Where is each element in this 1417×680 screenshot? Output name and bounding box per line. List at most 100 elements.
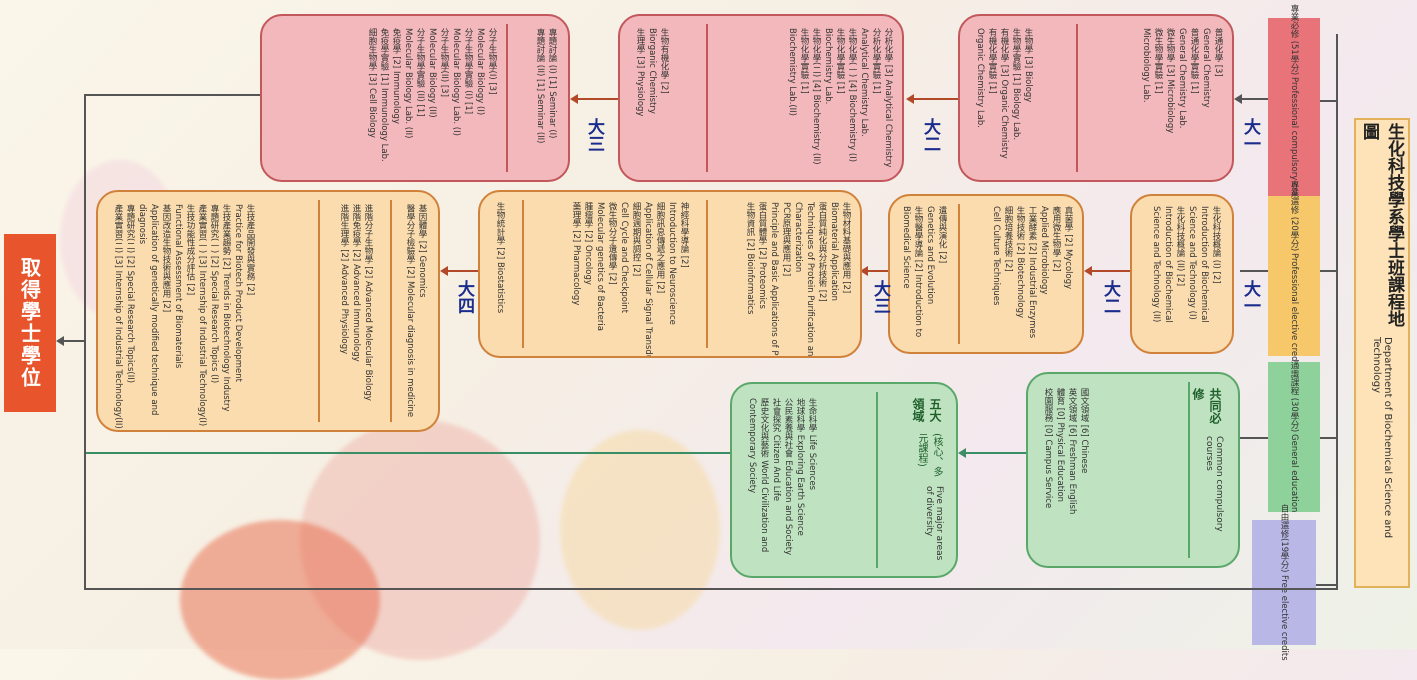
course-item: 專題研究(一) [2] Special Research Topics (I) [209,204,219,384]
flow-arrow-line [1240,437,1268,439]
flow-arrow-line [576,98,618,100]
course-item: 生物化學實驗 [1] [799,28,809,94]
divider [706,200,708,348]
course-item: PCR原理與應用 [2] [781,202,791,277]
course-item: 進階生理學 [2] Advanced Physiology [339,204,349,355]
course-item: Functional Assessment of Biomaterials [173,204,183,369]
course-item: 細胞培養技術 [2] [1003,206,1013,272]
course-item: 細胞週期與調控 [2] [631,202,641,277]
course-item: Molecular Biology Lab. (I) [451,28,461,136]
course-item: 微生物分子遺傳學 [2] [607,202,617,285]
course-item: 普通化學 [3] [1213,28,1223,77]
course-item: 免疫學實驗 [1] Immunology Lab. [379,28,389,162]
course-item: 生物材料基礎與應用 [2] [841,202,851,294]
course-item: 專題研究(二) [2] Special Research Topics(II) [125,204,135,384]
course-item: 生物醫學導論 [2] Introduction to [913,206,923,338]
course-item: 生技產品開發與實務 [2] [245,204,255,296]
flow-arrow-line [912,98,958,100]
course-item: 生化科技概論 (I) [2] [1211,206,1221,284]
divider [522,200,524,348]
connector-line [62,340,86,342]
course-item: General Chemistry [1201,28,1211,108]
year-label: 大三 [870,280,890,314]
divider [1188,382,1190,558]
category-general: 通識課程 (30學分) General education [1268,361,1320,513]
connector-line [1320,437,1336,439]
course-item: 社會探究 Citizen And Life [771,398,781,502]
arrow-icon [440,266,448,276]
course-item: 生理學 [3] Physiology [635,28,645,117]
course-item: 有機化學 [3] Organic Chemistry [999,28,1009,159]
course-item: Science and Technology (II) [1151,206,1161,323]
course-item: Organic Chemistry Lab. [975,28,985,128]
course-item: 醫學分子檢驗學 [2] Molecular diagnosis in medic… [405,204,415,418]
general-common-card: 共同必修 Common compulsory courses 國文領域 [6] … [1026,372,1240,568]
category-free-zh: 自由選修(19學分) [1279,504,1289,573]
year-label: 大四 [454,280,474,314]
course-item: 神經科學導論 [2] [679,202,689,268]
compulsory-year3-col1: 分子生物學(I) [3]Molecular Biology (I)分子生物學實驗… [366,28,498,176]
course-item: Cell Cycle and Checkpoint [619,202,629,314]
course-item: Application of genetically modified tech… [149,204,159,416]
course-item: Practice for Biotech Product Development [233,204,243,382]
course-item: 免疫學 [2] Immunology [391,28,401,124]
flow-arrow-line [1240,270,1268,272]
course-item: 進階免疫學 [2] Advanced Immunology [351,204,361,362]
flow-arrow-line [1090,270,1130,272]
flow-arrow-line [1240,98,1268,100]
degree-label: 取得學士學位 [17,257,42,389]
course-item: 蛋白質純化與分析技術 [2] [817,202,827,302]
course-item: 普通化學實驗 [1] [1189,28,1199,94]
course-item: Applied Microbiology [1039,206,1049,295]
course-item: 分子生物學實驗 (II) [1] [415,28,425,117]
divider [876,392,878,568]
elective-year1-card: 生化科技概論 (I) [2]Introduction of Biochemica… [1130,194,1234,354]
course-item: Techniques of Protein Purification and [805,202,815,358]
category-compulsory-zh: 專業必修 (51學分) [1289,4,1299,76]
category-free-en: Free elective credits [1279,574,1289,661]
flow-arrow-line [964,452,1026,454]
course-item: 分析化學實驗 [1] [871,28,881,94]
course-item: 生技產業趨勢 [2] Trends in Biotechnology Indus… [221,204,231,412]
course-item: Biomedical Science [901,206,911,289]
category-free: 自由選修(19學分) Free elective credits [1252,504,1316,661]
arrow-icon [906,94,914,104]
category-elective: 專業選修 (20學分) Professional elective credit… [1268,180,1320,372]
arrow-icon [1234,94,1242,104]
arrow-icon [570,94,578,104]
category-compulsory: 專業必修 (51學分) Professional compulsory cred… [1268,4,1320,212]
course-item: Application of Cellular Signal Transduct… [643,202,653,358]
course-item: diagnosis [137,204,147,245]
arrow-icon [1084,266,1092,276]
course-item: 腫瘤學 [2] Oncology [583,202,593,285]
course-item: 分析化學 [3] Analytical Chemistry [883,28,893,168]
course-item: 藥理學 [2] Pharmacology [571,202,581,306]
arrow-icon [958,448,966,458]
elective-year1-col1: 生化科技概論 (I) [2]Introduction of Biochemica… [1150,206,1222,346]
course-item: Biomaterial Application [829,202,839,302]
course-item: 生化科技概論 (II) [2] [1175,206,1185,287]
course-item: 遺傳與演化 [2] [937,206,947,264]
title-zh: 生化科技學系學士班課程地圖 [1359,123,1404,327]
course-item: 分子生物學(I) [3] [487,28,497,95]
general-common-header-en: Common compulsory courses [1204,435,1224,532]
course-item: 公民素養與社會 Education and Society [783,398,793,556]
course-item: Biochemistry Lab.(II) [787,28,797,117]
course-item: 生物有機化學 [2] [659,28,669,94]
divider [506,24,508,172]
course-item: 基因體學 [2] Genomics [417,204,427,298]
divider [1076,24,1078,172]
title-en: Department of Biochemical Science and Te… [1371,337,1393,539]
course-item: 產業實習(二) [3] Internship of Industrial Tec… [113,204,123,429]
course-item: 蛋白質體學 [2] Proteomics [757,202,767,309]
